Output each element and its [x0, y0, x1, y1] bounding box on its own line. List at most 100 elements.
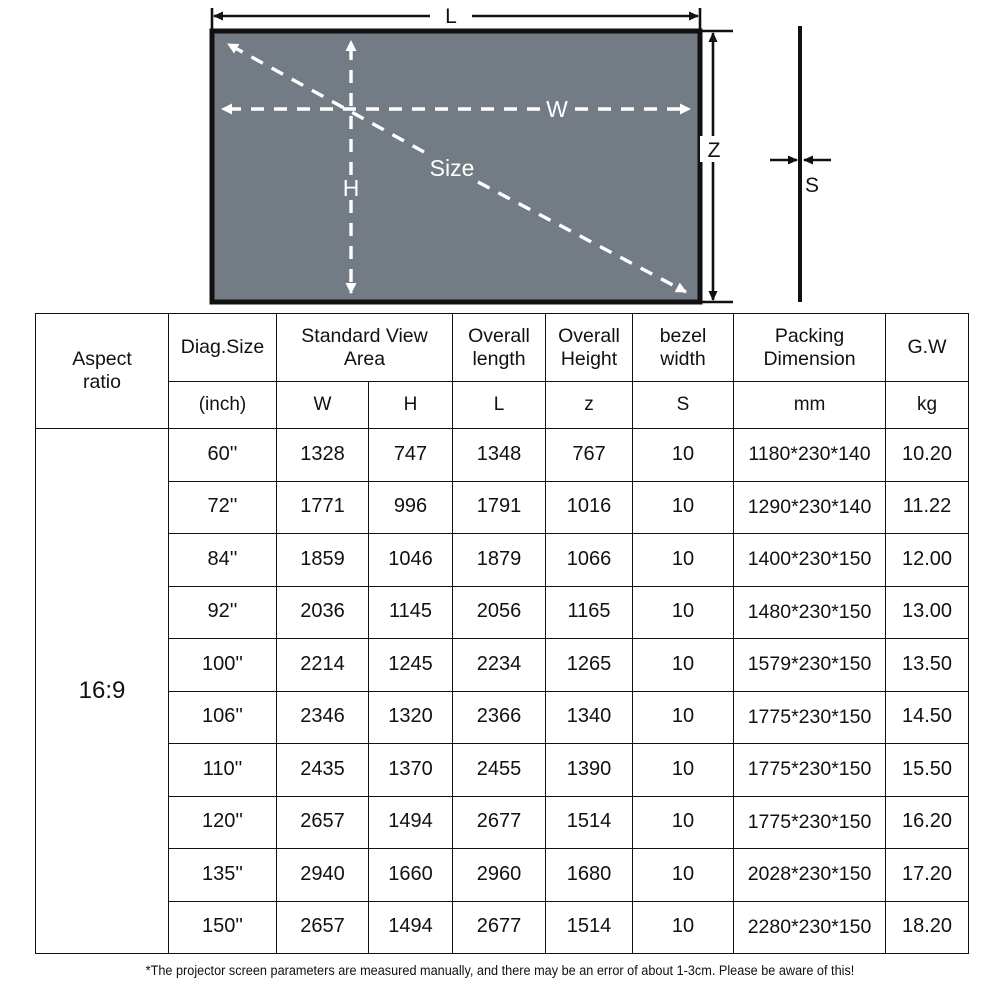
cell-view-height: 996 — [367, 480, 454, 534]
cell-view-height: 1145 — [367, 585, 454, 639]
cell-overall-length: 1879 — [452, 533, 547, 587]
footnote-text: *The projector screen parameters are mea… — [145, 963, 855, 978]
header-packing-dimension-line1: Packing — [774, 324, 845, 347]
cell-overall-length: 1348 — [452, 428, 547, 482]
cell-diag-size: 110'' — [168, 743, 277, 797]
cell-view-height: 1046 — [367, 533, 454, 587]
header-aspect-ratio-line1: Aspect — [72, 348, 132, 370]
cell-diag-size: 106'' — [168, 690, 277, 744]
cell-view-width: 2346 — [276, 690, 369, 744]
cell-view-width: 2657 — [276, 900, 369, 954]
unit-overall-height: z — [545, 381, 634, 429]
cell-overall-length: 2677 — [452, 795, 547, 849]
cell-overall-length: 2234 — [452, 638, 547, 692]
unit-view-w: W — [276, 381, 369, 429]
cell-diag-size: 150'' — [168, 900, 277, 954]
cell-gross-weight: 17.20 — [885, 848, 970, 902]
cell-view-width: 2940 — [276, 848, 369, 902]
cell-bezel-width: 10 — [632, 848, 735, 902]
cell-bezel-width: 10 — [632, 690, 735, 744]
cell-diag-size: 135'' — [168, 848, 277, 902]
size-diagonal-line-lower — [477, 180, 687, 294]
header-standard-view-area-line2: Area — [343, 347, 386, 370]
cell-gross-weight: 13.50 — [885, 638, 970, 692]
header-packing-dimension: Packing Dimension — [733, 313, 887, 382]
cell-bezel-width: 10 — [632, 900, 735, 954]
cell-overall-height: 1514 — [545, 795, 634, 849]
cell-view-width: 2036 — [276, 585, 369, 639]
label-z: Z — [708, 139, 721, 162]
cell-view-height: 1494 — [367, 900, 454, 954]
cell-view-height: 1370 — [367, 743, 454, 797]
label-size: Size — [430, 155, 475, 181]
header-overall-height-line1: Overall — [558, 324, 620, 347]
cell-overall-height: 1165 — [545, 585, 634, 639]
cell-bezel-width: 10 — [632, 743, 735, 797]
cell-diag-size: 92'' — [168, 585, 277, 639]
cell-overall-length: 2677 — [452, 900, 547, 954]
cell-bezel-width: 10 — [632, 533, 735, 587]
screen-dimension-diagram: L Z S W H Size — [0, 0, 1000, 312]
label-l: L — [445, 5, 457, 28]
cell-overall-height: 1680 — [545, 848, 634, 902]
cell-overall-height: 1390 — [545, 743, 634, 797]
unit-overall-length: L — [452, 381, 547, 429]
cell-overall-length: 1791 — [452, 480, 547, 534]
cell-aspect-ratio-value: 16:9 — [35, 428, 169, 954]
cell-bezel-width: 10 — [632, 585, 735, 639]
header-standard-view-area: Standard View Area — [275, 313, 454, 382]
cell-view-height: 1660 — [367, 848, 454, 902]
specification-table: Aspect ratio Diag.Size Standard View Are… — [35, 313, 970, 954]
cell-gross-weight: 10.20 — [885, 428, 970, 482]
unit-diag-size: (inch) — [168, 381, 277, 429]
header-bezel-width-line1: bezel — [659, 324, 707, 347]
cell-gross-weight: 14.50 — [885, 690, 970, 744]
cell-diag-size: 60'' — [168, 428, 277, 482]
cell-packing-dimension: 2280*230*150 — [733, 900, 887, 954]
cell-packing-dimension: 1775*230*150 — [733, 690, 887, 744]
cell-overall-height: 1514 — [545, 900, 634, 954]
cell-gross-weight: 13.00 — [885, 585, 970, 639]
cell-bezel-width: 10 — [632, 428, 735, 482]
cell-gross-weight: 15.50 — [885, 743, 970, 797]
cell-gross-weight: 16.20 — [885, 795, 970, 849]
cell-packing-dimension: 1290*230*140 — [733, 480, 887, 534]
cell-diag-size: 84'' — [168, 533, 277, 587]
header-overall-height: Overall Height — [545, 313, 634, 382]
header-overall-length-line2: length — [472, 347, 526, 370]
header-bezel-width-line2: width — [660, 347, 706, 370]
cell-view-height: 1494 — [367, 795, 454, 849]
header-overall-length-line1: Overall — [468, 324, 530, 347]
header-diag-size: Diag.Size — [168, 313, 277, 382]
screen-rectangle — [209, 28, 703, 305]
unit-view-h: H — [367, 381, 454, 429]
cell-bezel-width: 10 — [632, 795, 735, 849]
cell-overall-length: 2960 — [452, 848, 547, 902]
unit-packing-dimension: mm — [733, 381, 887, 429]
cell-packing-dimension: 1775*230*150 — [733, 743, 887, 797]
cell-view-height: 1245 — [367, 638, 454, 692]
cell-bezel-width: 10 — [632, 480, 735, 534]
header-packing-dimension-line2: Dimension — [763, 347, 856, 370]
cell-view-height: 747 — [367, 428, 454, 482]
cell-view-width: 1771 — [276, 480, 369, 534]
cell-view-width: 2657 — [276, 795, 369, 849]
header-aspect-ratio-line2: ratio — [83, 371, 121, 393]
cell-overall-length: 2366 — [452, 690, 547, 744]
cell-gross-weight: 12.00 — [885, 533, 970, 587]
cell-overall-length: 2455 — [452, 743, 547, 797]
cell-bezel-width: 10 — [632, 638, 735, 692]
label-s: S — [805, 174, 819, 197]
cell-overall-height: 1340 — [545, 690, 634, 744]
cell-view-width: 2214 — [276, 638, 369, 692]
cell-overall-length: 2056 — [452, 585, 547, 639]
cell-diag-size: 100'' — [168, 638, 277, 692]
cell-overall-height: 1016 — [545, 480, 634, 534]
